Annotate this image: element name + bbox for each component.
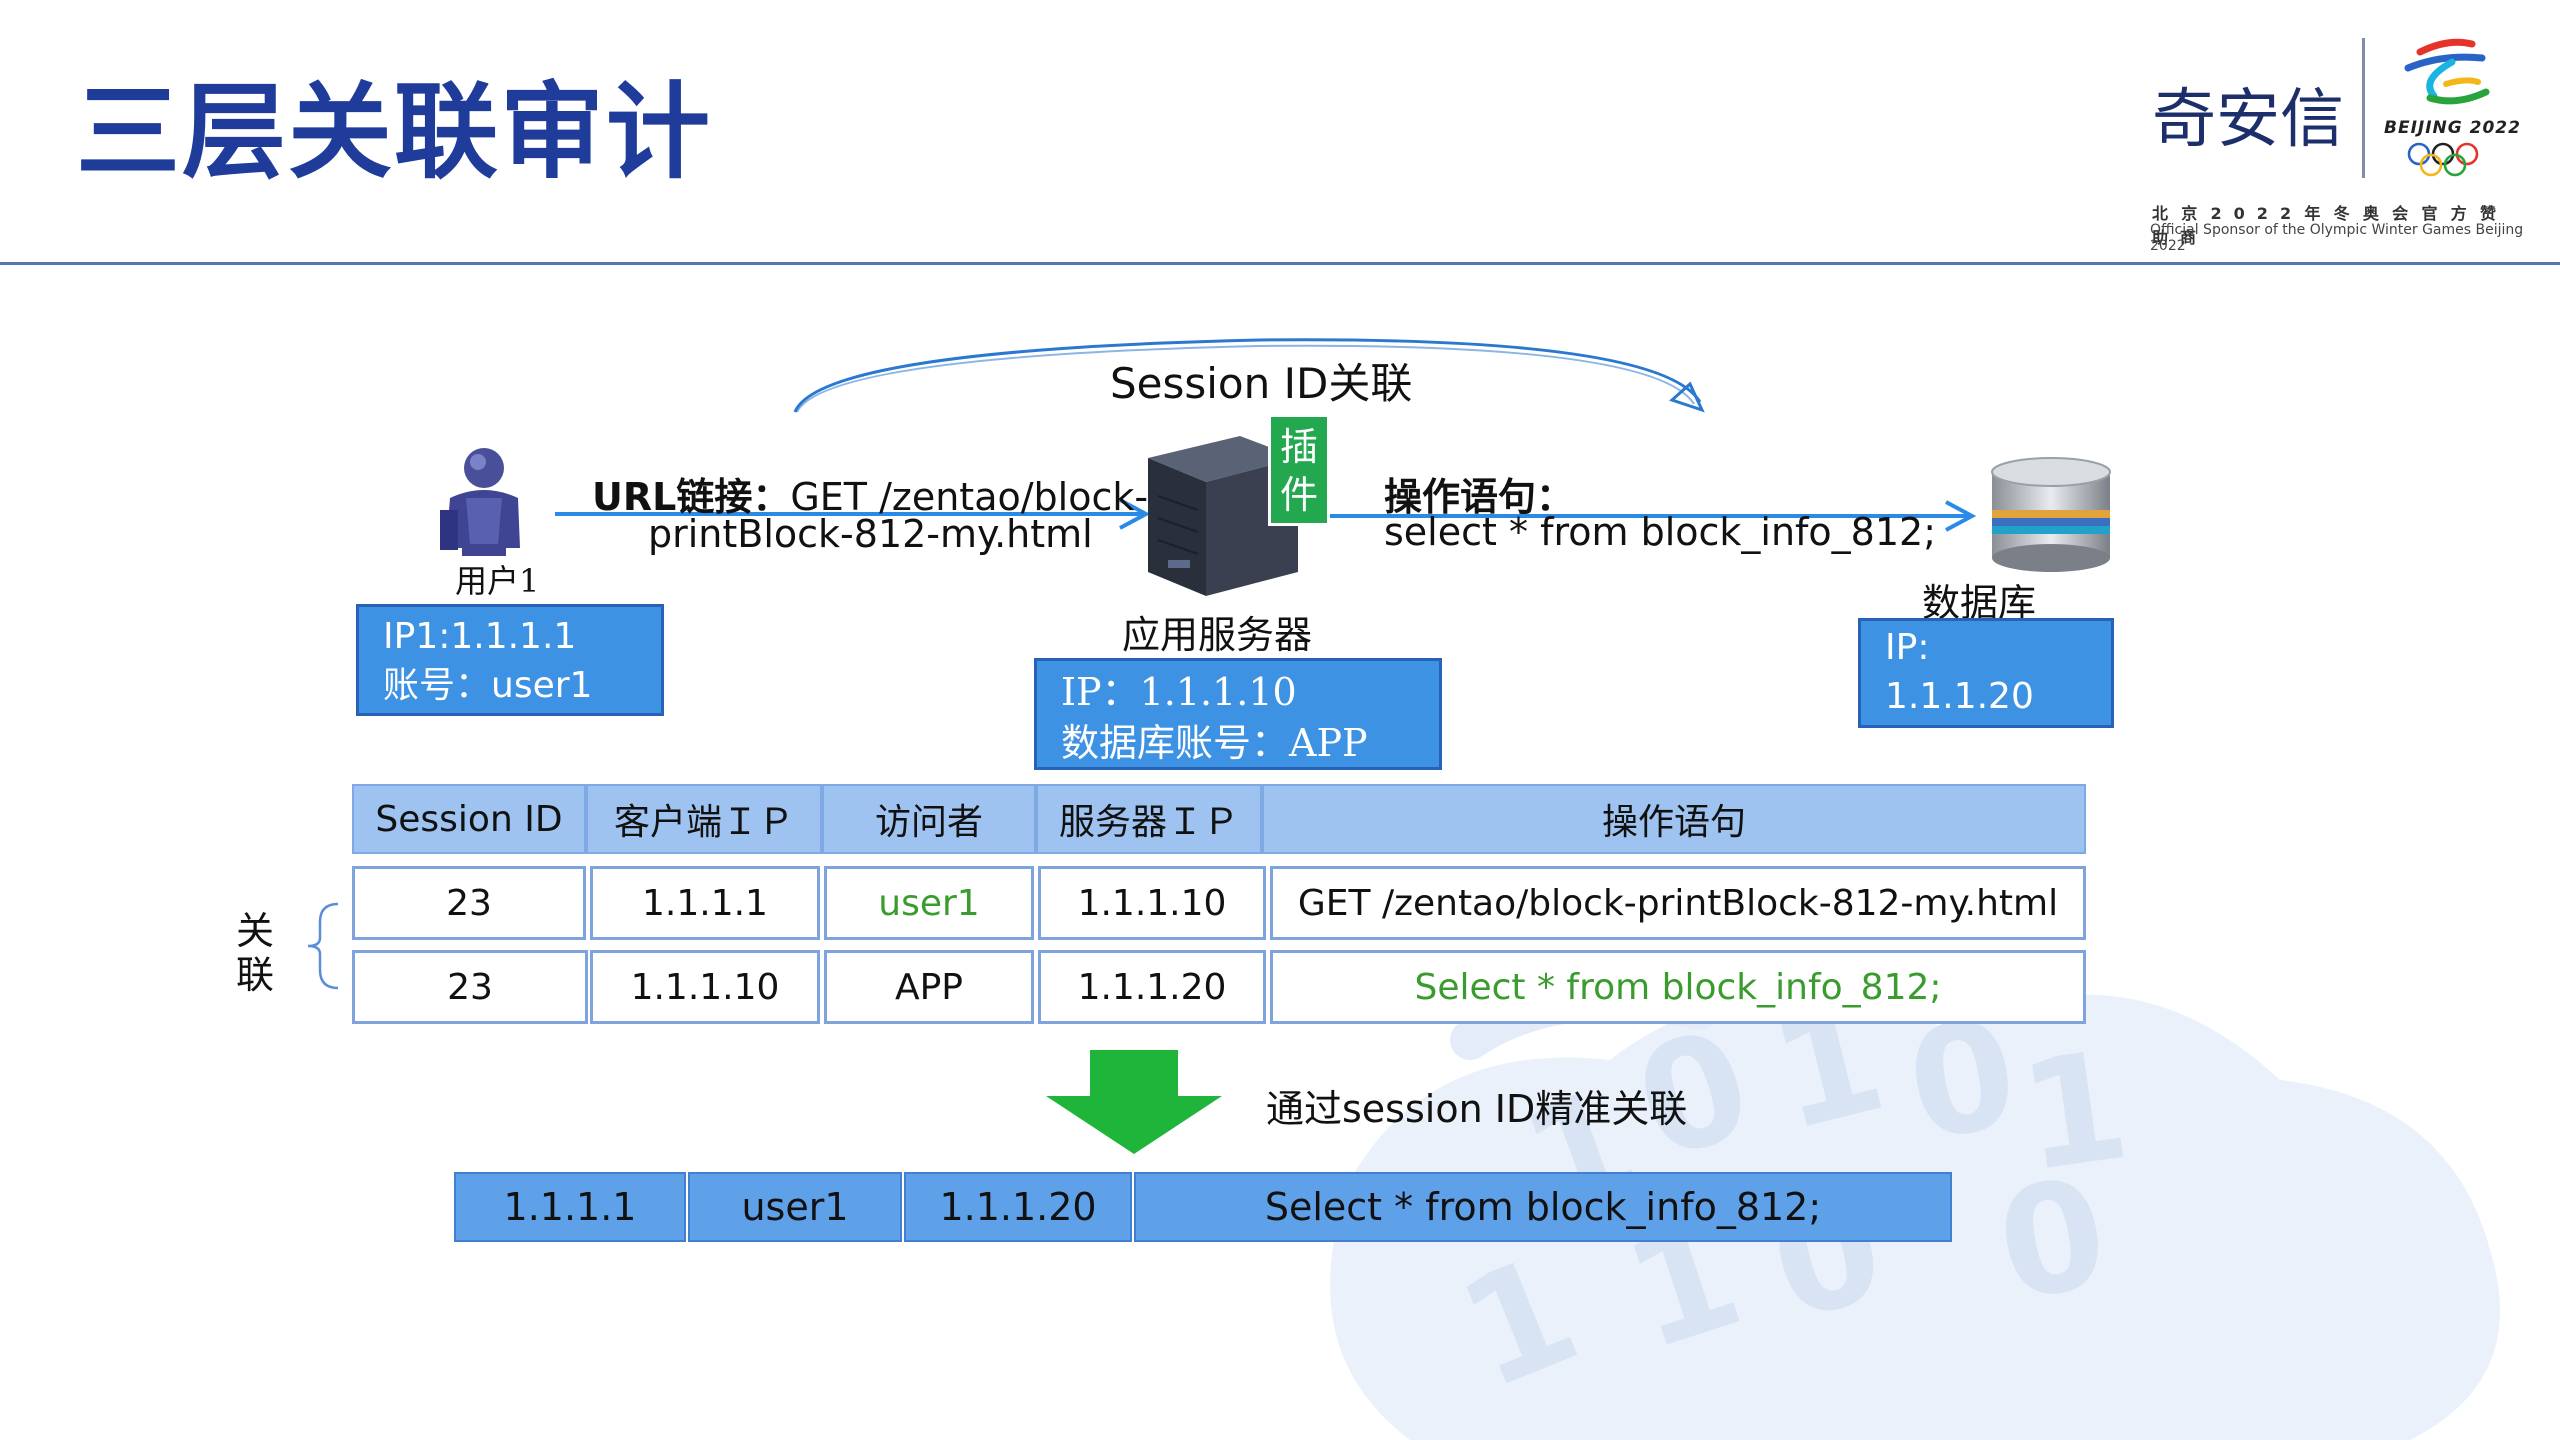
- plugin-label-2: 件: [1279, 473, 1318, 517]
- result-operation: Select * from block_info_812;: [1134, 1172, 1952, 1242]
- header-client-ip: 客户端ＩＰ: [586, 784, 822, 854]
- row1-operation: GET /zentao/block-printBlock-812-my.html: [1270, 866, 2086, 940]
- row2-session-id: 23: [352, 950, 588, 1024]
- session-id-label: Session ID关联: [1110, 359, 1413, 408]
- url-link-line1: URL链接：GET /zentao/block-: [592, 466, 1148, 521]
- sponsor-text-en: Official Sponsor of the Olympic Winter G…: [2150, 222, 2524, 254]
- database-label: 数据库: [1922, 581, 2037, 625]
- row1-server-ip: 1.1.1.10: [1038, 866, 1266, 940]
- url-link-line2: printBlock-812-my.html: [648, 512, 1093, 556]
- olympic-rings-icon: [2407, 142, 2479, 177]
- association-bracket: [307, 902, 339, 990]
- sponsor-text-cn: 北京2022年冬奥会官方赞助商: [2152, 204, 2508, 247]
- plugin-badge: 插 件: [1268, 414, 1330, 526]
- beijing-2022-emblem-icon: [2404, 38, 2490, 105]
- result-visitor: user1: [688, 1172, 902, 1242]
- url-link-bold: URL链接：: [592, 475, 791, 519]
- op-stmt-sql: select * from block_info_812;: [1384, 510, 1937, 554]
- header-divider: [0, 262, 2560, 265]
- server-db-account: 数据库账号：APP: [1061, 721, 1368, 766]
- row2-client-ip: 1.1.1.10: [590, 950, 820, 1024]
- beijing-2022-text: BEIJING 2022: [2384, 118, 2521, 138]
- user-label: 用户1: [455, 562, 540, 600]
- database-icon: [1991, 457, 2111, 572]
- result-client-ip: 1.1.1.1: [454, 1172, 686, 1242]
- page-title: 三层关联审计: [76, 71, 713, 193]
- association-label-1: 关: [236, 909, 275, 953]
- association-label-2: 联: [236, 953, 275, 997]
- row2-visitor: APP: [824, 950, 1034, 1024]
- server-info-box: IP：1.1.1.10 数据库账号：APP: [1034, 658, 1442, 770]
- plugin-label-1: 插: [1279, 425, 1318, 469]
- app-server-label: 应用服务器: [1122, 613, 1313, 657]
- user-info-box: IP1:1.1.1.1 账号：user1: [356, 604, 664, 716]
- user-ip: IP1:1.1.1.1: [383, 616, 577, 657]
- header-server-ip: 服务器ＩＰ: [1036, 784, 1262, 854]
- url-link-rest: GET /zentao/block-: [790, 475, 1149, 519]
- precise-association-text: 通过session ID精准关联: [1266, 1087, 1688, 1131]
- op-stmt-label: 操作语句：: [1384, 475, 1575, 519]
- user-account: 账号：user1: [383, 664, 593, 706]
- header-session-id: Session ID: [352, 784, 586, 854]
- row1-session-id: 23: [352, 866, 586, 940]
- row1-client-ip: 1.1.1.1: [590, 866, 820, 940]
- row1-visitor: user1: [824, 866, 1034, 940]
- row2-operation: Select * from block_info_812;: [1270, 950, 2086, 1024]
- row2-server-ip: 1.1.1.20: [1038, 950, 1266, 1024]
- down-arrow-icon: [1046, 1050, 1222, 1154]
- header-visitor: 访问者: [822, 784, 1036, 854]
- db-ip: IP: 1.1.1.20: [1885, 627, 2034, 717]
- user-icon: [440, 448, 520, 556]
- brand-name: 奇安信: [2152, 83, 2344, 157]
- header-operation: 操作语句: [1262, 784, 2086, 854]
- result-server-ip: 1.1.1.20: [904, 1172, 1132, 1242]
- db-info-box: IP: 1.1.1.20: [1858, 618, 2114, 728]
- server-ip: IP：1.1.1.10: [1061, 670, 1297, 714]
- brand-divider: [2362, 38, 2365, 178]
